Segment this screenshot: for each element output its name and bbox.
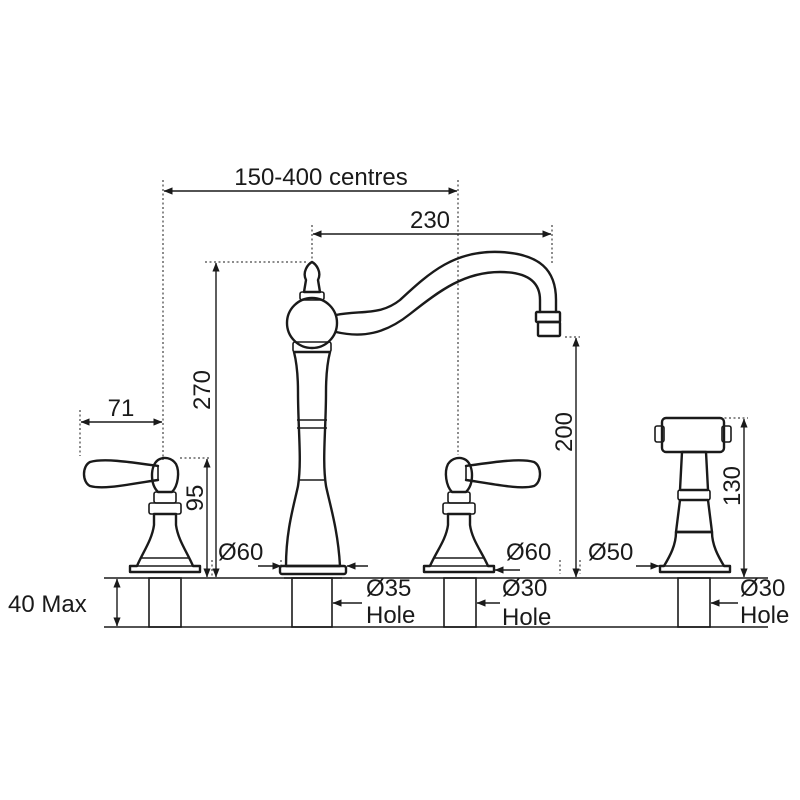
spout-hole-word-label: Hole [366,602,415,629]
side-spray [654,416,732,574]
spray-hole-word-label: Hole [740,602,789,629]
deck-thickness-label: 40 Max [8,591,87,618]
shanks [148,577,711,628]
outlet-height-label: 200 [551,412,578,452]
handle-width-label: 71 [108,395,135,422]
spout-base-diameter-label: Ø60 [218,539,263,566]
deck [104,577,768,628]
valve-hole-diameter-label: Ø30 [502,575,547,602]
spout-hole-diameter-label: Ø35 [366,575,411,602]
dimension-labels: 150-400 centres 230 71 270 200 95 130 40… [8,164,789,631]
left-lever-valve [82,456,202,574]
spout-height-label: 270 [189,370,216,410]
right-lever-valve [422,456,542,574]
spray-hole-diameter-label: Ø30 [740,575,785,602]
dimension-lines [80,187,748,627]
spout-tap [278,250,562,579]
valve-hole-word-label: Hole [502,604,551,631]
reach-label: 230 [410,207,450,234]
spray-base-diameter-label: Ø50 [588,539,633,566]
handle-height-label: 95 [182,485,209,512]
spray-height-label: 130 [719,466,746,506]
valve-base-diameter-label: Ø60 [506,539,551,566]
centres-label: 150-400 centres [234,164,407,191]
extension-lines [79,180,748,576]
